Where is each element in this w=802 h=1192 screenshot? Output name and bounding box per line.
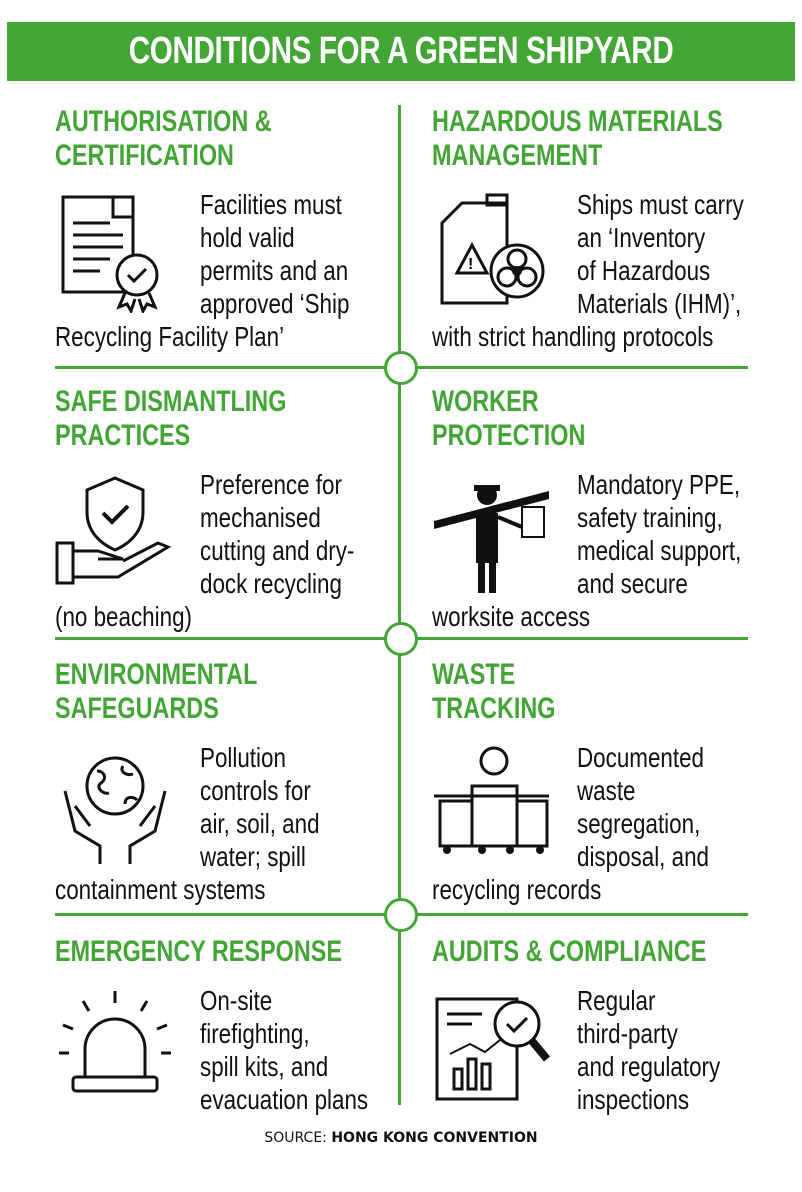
divider-node (384, 622, 418, 656)
section-text-line: cutting and dry- (200, 535, 355, 566)
page-title: CONDITIONS FOR A GREEN SHIPYARD (128, 30, 674, 72)
section-text-line: evacuation plans (200, 1084, 369, 1115)
section-text-line: firefighting, (200, 1018, 310, 1049)
section-title: TRACKING (432, 692, 556, 725)
section-text-line: permits and an (200, 255, 349, 286)
section-title: WASTE (432, 658, 516, 691)
section-text-line: (no beaching) (55, 601, 192, 632)
alarm-light-icon (59, 991, 171, 1093)
section-authorisation-certification: AUTHORISATION &CERTIFICATION Facilities m… (55, 105, 395, 352)
section-text-line: medical support, (577, 535, 742, 566)
section-text-line: Materials (IHM)’, (577, 288, 742, 319)
section-text-line: On-site (200, 985, 273, 1016)
section-text-line: Pollution (200, 742, 286, 773)
source-value: HONG KONG CONVENTION (331, 1130, 538, 1146)
section-text-line: Mandatory PPE, (577, 469, 741, 500)
section-text-line: spill kits, and (200, 1051, 329, 1082)
svg-text:!: ! (468, 256, 473, 273)
section-title: PROTECTION (432, 419, 586, 452)
section-text-line: waste (577, 775, 636, 806)
section-title: CERTIFICATION (55, 139, 234, 172)
section-text-line: inspections (577, 1084, 690, 1115)
source-note: SOURCE: HONG KONG CONVENTION (0, 1130, 802, 1146)
section-text-line: recycling records (432, 874, 602, 905)
section-text-line: with strict handling protocols (432, 321, 714, 352)
section-title: SAFE DISMANTLING (55, 385, 287, 418)
section-text-line: disposal, and (577, 841, 710, 872)
section-text-line: third-party (577, 1018, 678, 1049)
section-title: SAFEGUARDS (55, 692, 219, 725)
section-text-line: Documented (577, 742, 705, 773)
section-text-line: and regulatory (577, 1051, 721, 1082)
section-text-line: worksite access (432, 601, 591, 632)
hazard-canister-icon: ! (440, 193, 545, 305)
divider-node (384, 898, 418, 932)
section-text-line: approved ‘Ship (200, 288, 350, 319)
section-text-line: and secure (577, 568, 688, 599)
section-title: AUDITS & COMPLIANCE (432, 935, 707, 968)
section-title: HAZARDOUS MATERIALS (432, 105, 723, 138)
certificate-icon (61, 195, 159, 313)
section-title: EMERGENCY RESPONSE (55, 935, 342, 968)
waste-bins-icon (434, 746, 549, 854)
source-label: SOURCE: (264, 1130, 327, 1146)
section-text-line: water; spill (200, 841, 306, 872)
section-text-line: Preference for (200, 469, 342, 500)
section-text-line: Recycling Facility Plan’ (55, 321, 285, 352)
section-title: MANAGEMENT (432, 139, 603, 172)
vertical-divider (398, 105, 401, 1105)
section-text-line: hold valid (200, 222, 295, 253)
section-text-line: segregation, (577, 808, 701, 839)
section-text-line: Facilities must (200, 189, 342, 220)
section-text-line: containment systems (55, 874, 266, 905)
section-text-line: Ships must carry (577, 189, 744, 220)
section-text-line: air, soil, and (200, 808, 320, 839)
worker-icon (434, 485, 549, 593)
title-banner: CONDITIONS FOR A GREEN SHIPYARD (7, 22, 795, 81)
section-title: AUTHORISATION & (55, 105, 272, 138)
section-text-line: controls for (200, 775, 311, 806)
section-text-line: dock recycling (200, 568, 342, 599)
shield-hand-icon (55, 476, 172, 585)
section-title: WORKER (432, 385, 539, 418)
divider-node (384, 351, 418, 385)
section-text-line: Regular (577, 985, 656, 1016)
section-text-line: safety training, (577, 502, 723, 533)
audit-report-icon (435, 997, 551, 1101)
globe-hands-icon (63, 756, 167, 864)
section-title: PRACTICES (55, 419, 191, 452)
section-text-line: mechanised (200, 502, 321, 533)
section-title: ENVIRONMENTAL (55, 658, 258, 691)
section-text-line: of Hazardous (577, 255, 711, 286)
section-text-line: an ‘Inventory (577, 222, 706, 253)
